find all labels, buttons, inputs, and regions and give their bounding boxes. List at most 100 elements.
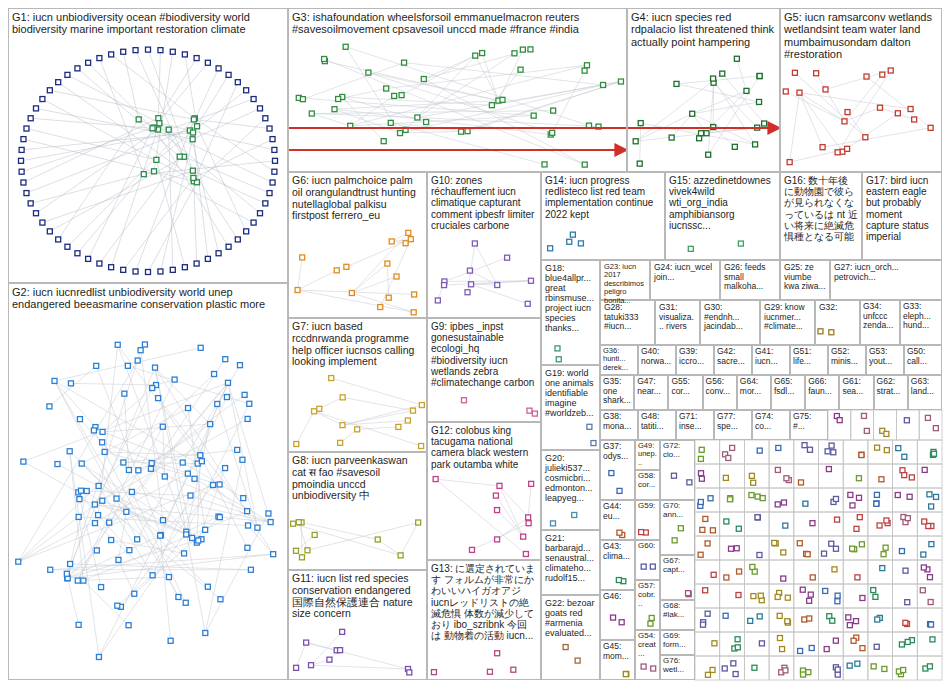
edge-line (68, 550, 97, 578)
vertex-icon (81, 578, 86, 583)
vertex-icon (783, 89, 788, 94)
vertex-icon (810, 521, 815, 526)
vertex-icon (65, 244, 70, 249)
vertex-icon (523, 552, 528, 557)
vertex-icon (205, 584, 210, 589)
vertex-icon (180, 460, 185, 465)
edge-line (497, 510, 523, 537)
edge-line (799, 93, 844, 122)
vertex-icon (809, 645, 814, 650)
vertex-icon (749, 493, 754, 498)
vertex-icon (671, 473, 676, 478)
group-box: G54: creat... (635, 630, 660, 680)
group-label: G76: wetl... (661, 656, 694, 676)
vertex-icon (699, 476, 704, 481)
group-box-outline (695, 536, 720, 560)
vertex-icon (678, 526, 683, 531)
vertex-icon (556, 357, 561, 362)
group-box-outline (868, 584, 893, 608)
vertex-icon (845, 110, 850, 115)
vertex-icon (115, 603, 120, 608)
edge-line (342, 97, 383, 141)
group-box-outline (917, 608, 942, 632)
vertex-icon (705, 611, 710, 616)
group-box-outline (828, 410, 851, 440)
vertex-icon (267, 191, 272, 196)
group-label: G17: bird iucn eastern eagle but probabl… (863, 173, 941, 244)
vertex-icon (526, 521, 531, 526)
edge-line (444, 281, 531, 285)
vertex-icon (724, 519, 729, 524)
vertex-icon (92, 502, 97, 507)
vertex-icon (495, 537, 500, 542)
vertex-icon (551, 521, 556, 526)
vertex-icon (109, 538, 114, 543)
group-box-outline (819, 440, 844, 464)
vertex-icon (733, 672, 738, 677)
group-box: G57: cobr... (635, 580, 660, 630)
vertex-icon (864, 428, 869, 433)
edge-line (406, 56, 476, 130)
vertex-icon (874, 644, 879, 649)
group-box-outline (744, 608, 769, 632)
vertex-icon (755, 494, 760, 499)
vertex-icon (480, 51, 485, 56)
group-box-outline (868, 632, 893, 656)
vertex-icon (928, 125, 933, 130)
vertex-icon (736, 526, 741, 531)
edge-line (352, 276, 397, 293)
vertex-icon (199, 459, 204, 464)
vertex-icon (217, 482, 222, 487)
vertex-icon (127, 548, 132, 553)
vertex-icon (874, 501, 879, 506)
vertex-icon (398, 131, 403, 136)
vertex-icon (861, 413, 866, 418)
group-box: G5: iucn ramsarconv wetlands wetlandsint… (780, 8, 942, 172)
group-box: G77: spe... (714, 410, 752, 440)
edge-line (299, 98, 534, 116)
vertex-icon (270, 180, 275, 185)
group-box: G68: #lak... (660, 600, 695, 630)
edge-line (58, 82, 193, 178)
group-box: G61: sea... (839, 375, 873, 410)
edge-line (55, 381, 138, 539)
edge-line (67, 491, 86, 578)
vertex-icon (266, 511, 271, 516)
group-box-outline (893, 512, 918, 536)
vertex-icon (847, 663, 852, 668)
edge-line (80, 419, 186, 532)
group-label: G21: barbarajd... senaustral... climateh… (542, 531, 599, 585)
edge-line (136, 119, 194, 271)
vertex-icon (710, 528, 715, 533)
vertex-icon (86, 256, 91, 261)
vertex-icon (639, 530, 644, 535)
vertex-icon (863, 135, 868, 140)
vertex-icon (724, 575, 729, 580)
group-box: G71: inse... (676, 410, 714, 440)
vertex-icon (442, 283, 447, 288)
vertex-icon (901, 667, 906, 672)
vertex-icon (241, 496, 246, 501)
vertex-icon (94, 548, 99, 553)
vertex-icon (273, 158, 278, 163)
vertex-icon (182, 551, 187, 556)
edge-line (346, 47, 400, 133)
edge-line (400, 131, 468, 133)
vertex-icon (211, 483, 216, 488)
vertex-icon (100, 498, 105, 503)
group-box-outline (769, 536, 794, 560)
group-box-outline (695, 440, 720, 464)
vertex-icon (723, 613, 728, 618)
vertex-icon (801, 672, 806, 677)
group-label: G75: #... (791, 411, 827, 432)
group-box: G35: one shark... (600, 375, 634, 410)
vertex-icon (781, 500, 786, 505)
vertex-icon (511, 667, 516, 672)
edge-line (713, 79, 755, 145)
vertex-icon (729, 546, 734, 551)
edge-line (205, 460, 242, 633)
vertex-icon (922, 467, 927, 472)
group-box-outline (874, 410, 897, 440)
vertex-icon (223, 357, 228, 362)
vertex-icon (758, 593, 763, 598)
